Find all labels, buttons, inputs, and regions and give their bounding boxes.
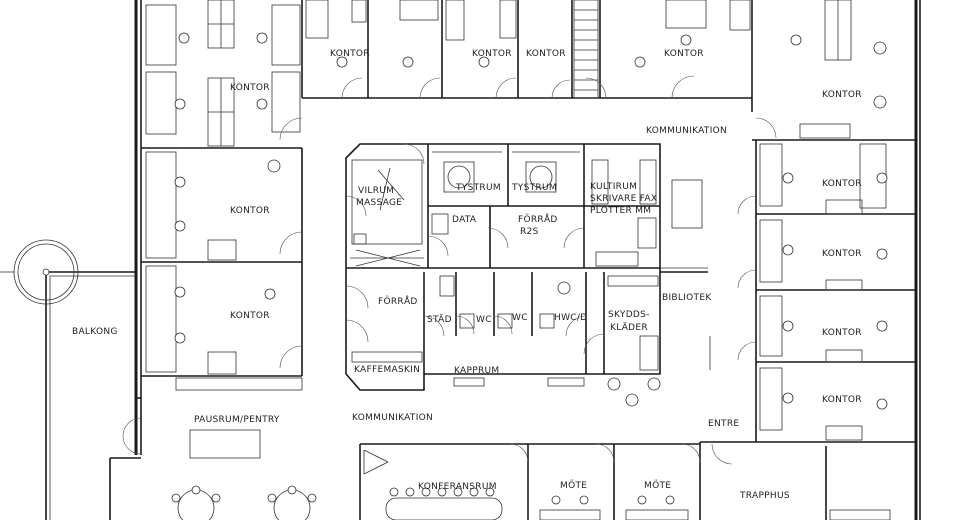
chairs [171, 32, 888, 505]
exterior-walls [109, 0, 921, 520]
pausrum-furniture [122, 417, 311, 520]
label-massage: MASSAGE [356, 198, 402, 208]
label-skrivare-fax: SKRIVARE FAX [590, 194, 657, 204]
label-konferensrum: KONFERANSRUM [418, 482, 497, 492]
bottom-rooms [359, 442, 891, 520]
label-kontor: KONTOR [822, 90, 862, 100]
office-block-right [700, 0, 916, 443]
label-wc: WC [476, 315, 492, 325]
label-skydds: SKYDDS- [608, 310, 650, 320]
office-row-top [302, 0, 753, 99]
label-balkong: BALKONG [72, 327, 118, 337]
label-wc: WC [512, 313, 528, 323]
label-kontor: KONTOR [472, 49, 512, 59]
label-kontor: KONTOR [526, 49, 566, 59]
label-kontor: KONTOR [822, 328, 862, 338]
room-labels: KONTOR KONTOR KONTOR KONTOR KONTOR KONTO… [72, 49, 862, 501]
balcony [0, 239, 136, 520]
label-forrad: FÖRRÅD [378, 295, 418, 307]
label-kontor: KONTOR [230, 206, 270, 216]
label-tystrum: TYSTRUM [455, 183, 501, 193]
label-r2s: R2S [520, 227, 539, 237]
label-hwc: HWC/D [554, 313, 587, 323]
label-kontor: KONTOR [822, 179, 862, 189]
label-pausrum-pentry: PAUSRUM/PENTRY [194, 415, 280, 425]
label-kontor: KONTOR [822, 395, 862, 405]
label-kontor: KONTOR [230, 83, 270, 93]
label-trapphus: TRAPPHUS [739, 491, 790, 501]
office-block-top-left [141, 0, 303, 149]
label-kontor: KONTOR [330, 49, 370, 59]
label-forrad-r2s: FÖRRÅD [518, 213, 558, 225]
label-kultirum: KULTIRUM [590, 182, 637, 192]
label-kontor: KONTOR [822, 249, 862, 259]
label-stad: STÄD [427, 314, 452, 325]
label-vilrum: VILRUM [358, 186, 394, 196]
label-entre: ENTRE [708, 419, 739, 429]
label-kaffemaskin: KAFFEMASKIN [354, 365, 420, 375]
label-data: DATA [452, 215, 477, 225]
label-klader: KLÄDER [610, 322, 648, 333]
label-kontor: KONTOR [664, 49, 704, 59]
label-kontor: KONTOR [230, 311, 270, 321]
label-bibliotek: BIBLIOTEK [662, 293, 712, 303]
central-core [345, 143, 711, 391]
label-mote: MÖTE [644, 480, 671, 491]
label-kapprum: KAPPRUM [454, 366, 499, 376]
office-block-left [141, 148, 303, 391]
label-tystrum: TYSTRUM [511, 183, 557, 193]
label-plotter: PLOTTER MM [590, 206, 651, 216]
label-kommunikation: KOMMUNIKATION [646, 126, 727, 136]
label-kommunikation: KOMMUNIKATION [352, 413, 433, 423]
label-mote: MÖTE [560, 480, 587, 491]
